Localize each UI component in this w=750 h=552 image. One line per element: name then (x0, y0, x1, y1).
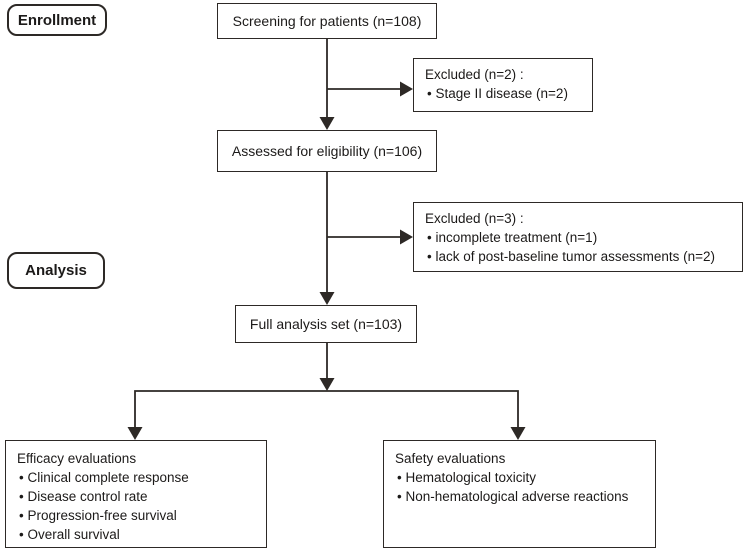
phase-label-text: Analysis (25, 262, 87, 279)
evaluation-title: Safety evaluations (395, 451, 506, 466)
node-label: Assessed for eligibility (n=106) (231, 143, 423, 159)
evaluation-item: Progression-free survival (17, 506, 262, 525)
evaluation-item: Clinical complete response (17, 468, 262, 487)
connector-assessed-to-excluded (327, 229, 413, 245)
excluded-title: Excluded (n=3) : (425, 211, 524, 226)
evaluation-item: Hematological toxicity (395, 468, 651, 487)
excluded-item: Stage II disease (n=2) (425, 84, 588, 103)
node-label: Full analysis set (n=103) (249, 316, 403, 332)
arrowhead-right-icon (400, 229, 413, 245)
evaluation-item: Disease control rate (17, 487, 262, 506)
excluded-item: incomplete treatment (n=1) (425, 228, 738, 247)
node-excluded-eligibility: Excluded (n=3) : incomplete treatment (n… (413, 202, 743, 272)
arrowhead-down-icon (319, 117, 335, 130)
node-safety-evaluations: Safety evaluations Hematological toxicit… (383, 440, 656, 548)
excluded-item: lack of post-baseline tumor assessments … (425, 247, 738, 266)
node-assessed-eligibility: Assessed for eligibility (n=106) (217, 130, 437, 172)
connector-screening-to-assessed (319, 39, 335, 130)
arrowhead-down-icon (319, 378, 335, 391)
node-screening: Screening for patients (n=108) (217, 3, 437, 39)
evaluation-item: Non-hematological adverse reactions (395, 487, 651, 506)
evaluation-item: Overall survival (17, 525, 262, 544)
branch-split-line (127, 390, 526, 440)
connector-assessed-to-full-analysis (319, 172, 335, 305)
connector-screening-to-excluded (327, 81, 413, 97)
connector-full-analysis-to-branch (319, 343, 335, 391)
arrowhead-down-icon (510, 427, 526, 440)
node-label: Screening for patients (n=108) (232, 13, 422, 29)
arrowhead-down-icon (127, 427, 143, 440)
phase-label-analysis: Analysis (7, 252, 105, 289)
phase-label-text: Enrollment (17, 11, 97, 29)
node-excluded-screening: Excluded (n=2) : Stage II disease (n=2) (413, 58, 593, 112)
evaluation-title: Efficacy evaluations (17, 451, 137, 466)
phase-label-enrollment: Enrollment (7, 4, 107, 36)
arrowhead-down-icon (319, 292, 335, 305)
excluded-title: Excluded (n=2) : (425, 67, 524, 82)
node-full-analysis-set: Full analysis set (n=103) (235, 305, 417, 343)
arrowhead-right-icon (400, 81, 413, 97)
node-efficacy-evaluations: Efficacy evaluations Clinical complete r… (5, 440, 267, 548)
